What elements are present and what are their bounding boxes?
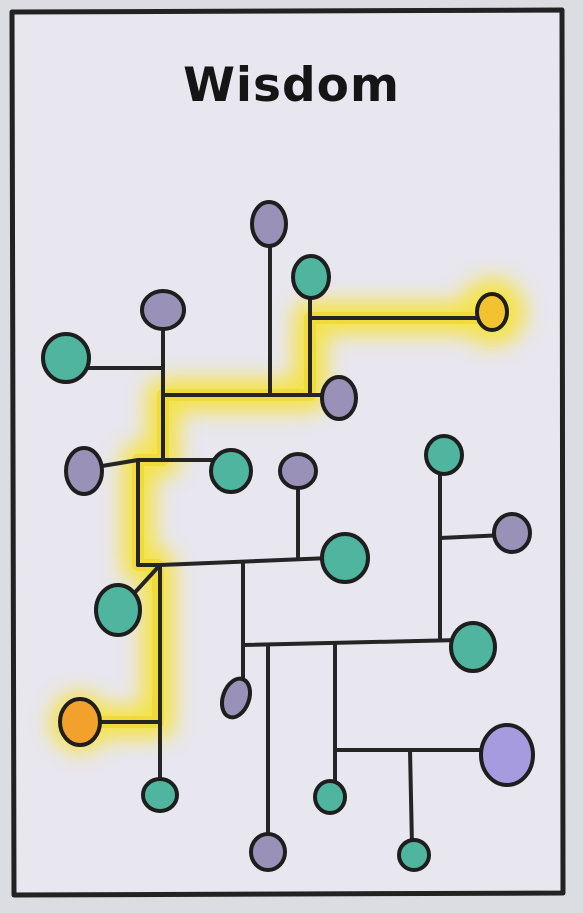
node-teal <box>96 585 140 635</box>
node-purple <box>322 377 356 419</box>
node-teal <box>322 534 368 582</box>
node-purple <box>252 202 286 246</box>
page-title: Wisdom <box>0 58 583 113</box>
node-purple-large <box>481 725 533 785</box>
node-teal <box>211 450 251 492</box>
node-teal <box>399 840 429 870</box>
node-purple <box>142 291 184 329</box>
node-teal <box>426 436 462 474</box>
node-teal <box>293 256 329 298</box>
node-start <box>60 699 100 745</box>
node-end <box>477 294 507 330</box>
node-purple <box>251 834 285 870</box>
node-teal <box>43 334 89 382</box>
node-purple <box>280 454 316 488</box>
node-purple <box>494 514 530 552</box>
node-teal <box>315 781 345 813</box>
node-teal <box>143 779 177 811</box>
node-teal <box>451 623 495 671</box>
node-purple <box>66 448 102 494</box>
